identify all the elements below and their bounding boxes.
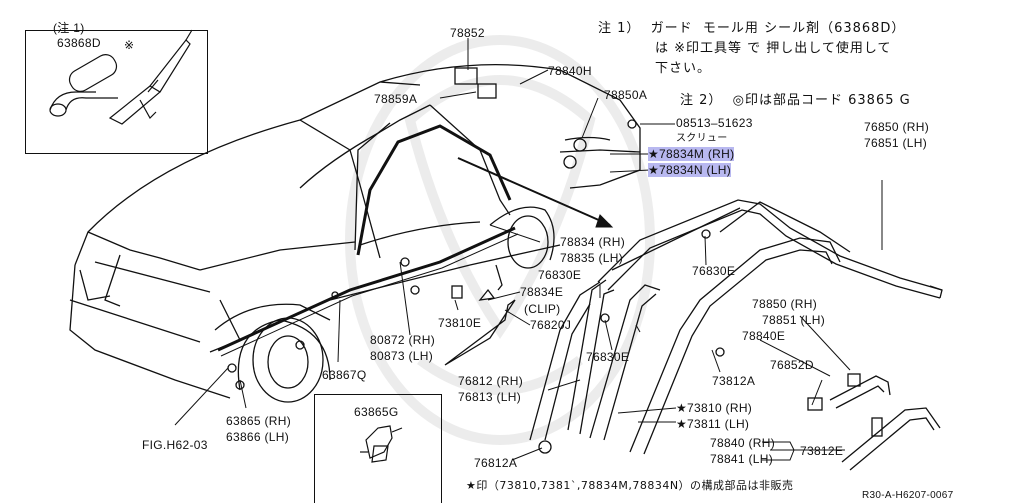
label-76830E-mid: 76830E	[692, 264, 736, 278]
label-78834M: ★78834M (RH)	[648, 147, 735, 161]
label-78840H: 78840H	[548, 64, 592, 78]
label-76812A: 76812A	[474, 456, 518, 470]
label-80872: 80872 (RH)	[370, 333, 436, 347]
clip-inset-drawing	[360, 425, 403, 463]
label-76820J: 76820J	[530, 318, 572, 332]
label-63865G: 63865G	[354, 405, 399, 419]
label-78834: 78834 (RH)	[560, 235, 626, 249]
label-78834M-text: ★78834M (RH)	[648, 147, 735, 161]
note-1-line-1: 注 1） ガード モール用 シール剤（63868D）	[598, 21, 906, 36]
label-63866: 63866 (LH)	[226, 430, 290, 444]
label-76830E-top: 76830E	[538, 268, 582, 282]
label-08513-51623: 08513–51623	[676, 116, 753, 130]
label-78850A: 78850A	[604, 88, 648, 102]
label-78850: 78850 (RH)	[752, 297, 818, 311]
label-78834N: ★78834N (LH)	[648, 163, 732, 177]
label-76852D: 76852D	[770, 358, 814, 372]
label-78852: 78852	[450, 26, 485, 40]
note-1-line-2: は ※印工具等 で 押し出して使用して	[655, 41, 892, 56]
label-76830E-low: 76830E	[586, 350, 630, 364]
reference-code: R30-A-H6207-0067	[862, 490, 954, 501]
label-78851: 78851 (LH)	[762, 313, 826, 327]
label-73812E: 73812E	[800, 444, 844, 458]
clip-inset-box	[314, 394, 442, 503]
label-73812A: 73812A	[712, 374, 756, 388]
leader-lines	[174, 38, 883, 461]
label-screw: スクリュー	[676, 133, 728, 144]
car-body-drawing	[69, 63, 641, 403]
label-76851: 76851 (LH)	[864, 136, 928, 150]
watermark-emblem	[345, 35, 655, 445]
label-78841: 78841 (LH)	[710, 452, 774, 466]
label-63865: 63865 (RH)	[226, 414, 292, 428]
label-73810E: 73810E	[438, 316, 482, 330]
label-80873: 80873 (LH)	[370, 349, 434, 363]
note-2: 注 2） ◎印は部品コード 63865 G	[680, 93, 911, 108]
label-73810: ★73810 (RH)	[676, 401, 753, 415]
label-76850: 76850 (RH)	[864, 120, 930, 134]
label-78840E: 78840E	[742, 329, 786, 343]
molding-parts-drawing	[444, 199, 943, 471]
label-78834E: 78834E	[520, 285, 564, 299]
figure-reference: FIG.H62-03	[142, 438, 208, 452]
sealant-inset-drawing	[49, 29, 193, 125]
part-63868D: 63868D	[57, 36, 101, 50]
inset-note-label: (注 1)	[53, 21, 85, 35]
label-63867Q: 63867Q	[322, 368, 367, 382]
tool-mark: ※	[124, 38, 135, 52]
sealant-inset-box	[25, 30, 208, 154]
label-78835: 78835 (LH)	[560, 251, 624, 265]
label-clip: (CLIP)	[524, 302, 561, 316]
label-76812: 76812 (RH)	[458, 374, 524, 388]
label-76813: 76813 (LH)	[458, 390, 522, 404]
label-73811: ★73811 (LH)	[676, 417, 750, 431]
label-78840: 78840 (RH)	[710, 436, 776, 450]
label-78834N-text: ★78834N (LH)	[648, 163, 732, 177]
footer-note: ★印（73810,7381`,78834M,78834N）の構成部品は非販売	[466, 479, 794, 492]
note-1-line-3: 下さい。	[655, 61, 712, 76]
label-78859A: 78859A	[374, 92, 418, 106]
